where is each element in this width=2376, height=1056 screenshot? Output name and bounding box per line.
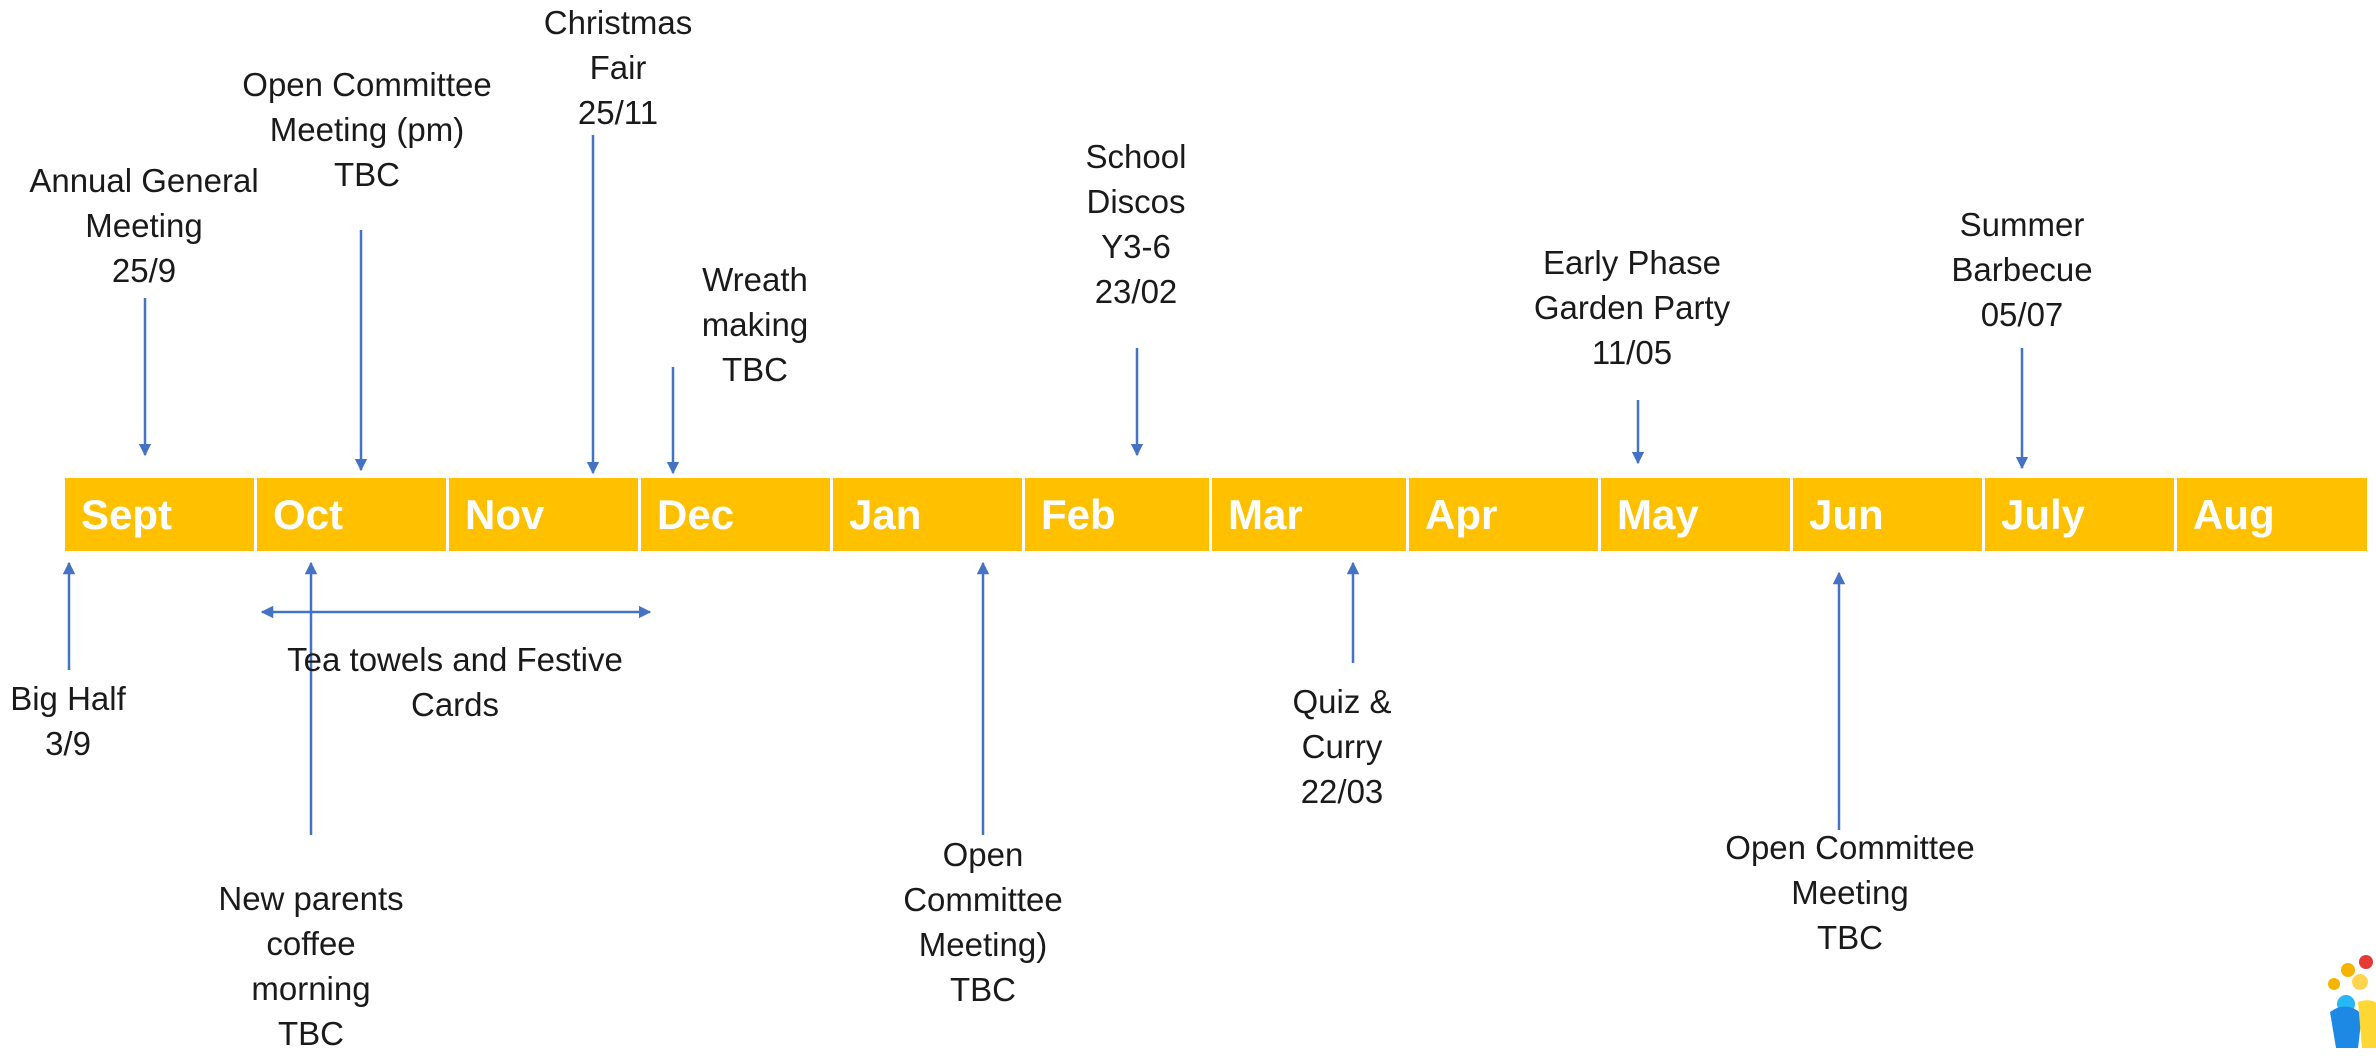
month-divider [1982, 478, 1985, 551]
event-tea-towels: Tea towels and Festive Cards [287, 641, 623, 723]
month-jan: Jan [849, 491, 922, 538]
month-mar: Mar [1228, 491, 1303, 538]
month-divider [1790, 478, 1793, 551]
event-open-committee-pm: Open Committee Meeting (pm) TBC [242, 66, 492, 193]
month-july: July [2001, 491, 2086, 538]
event-quiz-curry: Quiz & Curry 22/03 [1292, 683, 1392, 810]
month-divider [830, 478, 833, 551]
month-feb: Feb [1041, 491, 1116, 538]
event-wreath-making: Wreath making TBC [701, 261, 809, 388]
month-divider [2174, 478, 2177, 551]
month-sept: Sept [81, 491, 173, 538]
month-nov: Nov [465, 491, 545, 538]
month-divider [1209, 478, 1212, 551]
event-school-discos: School Discos Y3-6 23/02 [1085, 138, 1187, 310]
month-apr: Apr [1425, 491, 1498, 538]
event-summer-barbecue: Summer Barbecue 05/07 [1951, 206, 2093, 333]
school-logo-icon [2328, 955, 2376, 1048]
month-divider [1406, 478, 1409, 551]
month-divider [254, 478, 257, 551]
month-divider [638, 478, 641, 551]
month-divider [446, 478, 449, 551]
event-open-committee-jan: Open Committee Meeting) TBC [903, 836, 1063, 1008]
event-open-committee-jun: Open Committee Meeting TBC [1725, 829, 1975, 956]
event-big-half: Big Half 3/9 [10, 680, 126, 762]
event-early-phase-garden-party: Early Phase Garden Party 11/05 [1533, 244, 1731, 371]
month-jun: Jun [1809, 491, 1884, 538]
month-dec: Dec [657, 491, 735, 538]
event-christmas-fair: Christmas Fair 25/11 [543, 4, 693, 131]
event-new-parents-coffee: New parents coffee morning TBC [218, 880, 404, 1052]
month-divider [1022, 478, 1025, 551]
month-divider [1598, 478, 1601, 551]
month-may: May [1617, 491, 1699, 538]
event-agm: Annual General Meeting 25/9 [29, 162, 259, 289]
month-aug: Aug [2193, 491, 2275, 538]
month-oct: Oct [273, 491, 344, 538]
